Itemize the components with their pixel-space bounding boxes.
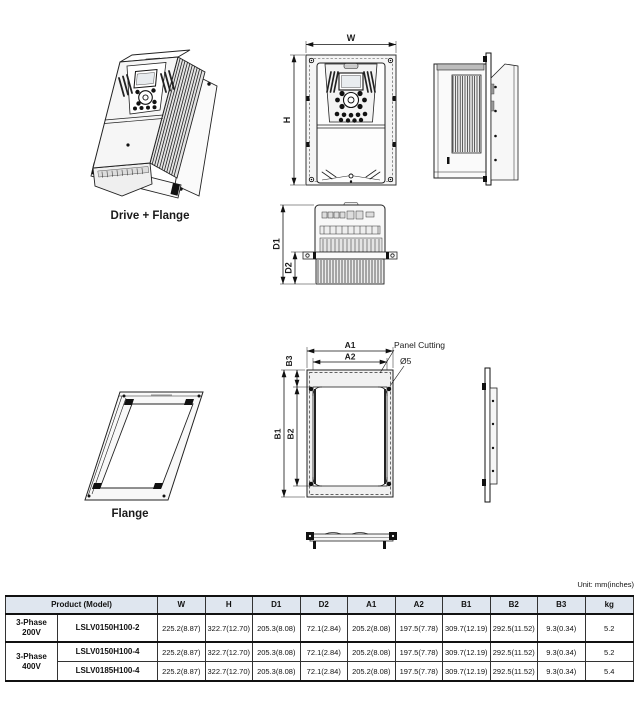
unit-note: Unit: mm(inches) — [577, 580, 634, 589]
table-cell: 205.3(8.08) — [252, 661, 301, 682]
model-cell: LSLV0150H100-4 — [56, 641, 159, 662]
table-cell: 322.7(12.70) — [204, 661, 254, 682]
dim-label-a2: A2 — [345, 352, 356, 362]
drive-flange-isometric-view — [90, 49, 218, 199]
table-row: LSLV0185H100-4 225.2(8.87) 322.7(12.70) … — [6, 661, 635, 682]
header-a2: A2 — [394, 595, 444, 615]
panel-cutting-callout: Panel Cutting — [394, 340, 445, 350]
header-b1: B1 — [442, 595, 491, 615]
dim-label-b1: B1 — [273, 428, 283, 439]
table-cell: 197.5(7.78) — [394, 661, 444, 682]
table-cell: 205.2(8.08) — [347, 641, 396, 662]
dim-label-b2: B2 — [286, 428, 296, 439]
dim-label-w: W — [347, 33, 356, 43]
table-cell: 322.7(12.70) — [204, 641, 254, 662]
table-cell: 205.2(8.08) — [347, 661, 396, 682]
table-cell: 225.2(8.87) — [157, 641, 206, 662]
header-h: H — [204, 595, 254, 615]
panel-cutting-view: A1 A2 B1 B2 B3 Panel Cutting Ø5 — [273, 340, 445, 498]
table-cell: 292.5(11.52) — [489, 641, 539, 662]
table-cell: 205.2(8.08) — [347, 613, 396, 643]
table-cell: 309.7(12.19) — [442, 661, 491, 682]
header-d2: D2 — [299, 595, 349, 615]
header-b2: B2 — [489, 595, 539, 615]
table-cell: 72.1(2.84) — [299, 661, 349, 682]
table-cell: 309.7(12.19) — [442, 641, 491, 662]
dim-label-d1: D1 — [272, 238, 282, 250]
header-a1: A1 — [347, 595, 396, 615]
flange-bottom-view — [306, 532, 397, 549]
table-cell: 292.5(11.52) — [489, 661, 539, 682]
header-d1: D1 — [252, 595, 301, 615]
table-cell: 225.2(8.87) — [157, 661, 206, 682]
dim-label-b3: B3 — [284, 355, 294, 366]
flange-side-view — [482, 367, 498, 503]
table-cell: 309.7(12.19) — [442, 613, 491, 643]
table-cell: 72.1(2.84) — [299, 613, 349, 643]
table-row: 3-Phase 200V LSLV0150H100-2 225.2(8.87) … — [5, 613, 635, 643]
dimensions-table: Product (Model) W H D1 D2 A1 A2 B1 B2 B3… — [4, 595, 635, 682]
table-cell: 5.2 — [584, 641, 635, 662]
table-cell: 197.5(7.78) — [394, 641, 444, 662]
flange-corner-screws — [308, 57, 394, 183]
table-cell: 9.3(0.34) — [537, 641, 586, 662]
drive-flange-caption: Drive + Flange — [111, 210, 190, 222]
table-cell: 72.1(2.84) — [299, 641, 349, 662]
table-row: 3-Phase 400V LSLV0150H100-4 225.2(8.87) … — [5, 641, 635, 682]
table-header-row: Product (Model) W H D1 D2 A1 A2 B1 B2 B3… — [4, 595, 635, 615]
phase-cell: 3-Phase 400V — [5, 641, 58, 682]
flange-caption: Flange — [111, 508, 148, 520]
table-cell: 205.3(8.08) — [252, 641, 301, 662]
dim-label-d2: D2 — [284, 262, 294, 274]
dim-label-h: H — [282, 117, 292, 124]
phase-cell: 3-Phase 200V — [5, 613, 58, 643]
dimension-drawings: Drive + Flange — [84, 33, 519, 549]
side-dimension-view — [433, 52, 519, 186]
depth-dimension-view: D1 D2 — [272, 202, 398, 285]
dim-label-a1: A1 — [345, 340, 356, 350]
front-dimension-view: W H — [282, 33, 397, 186]
model-cell: LSLV0150H100-2 — [56, 613, 159, 643]
header-b3: B3 — [537, 595, 586, 615]
header-kg: kg — [584, 595, 635, 615]
table-cell: 322.7(12.70) — [204, 613, 254, 643]
header-product-model: Product (Model) — [4, 595, 159, 615]
table-cell: 5.2 — [584, 613, 635, 643]
table-cell: 9.3(0.34) — [537, 613, 586, 643]
flange-isometric-view — [84, 391, 204, 501]
hole-diameter-callout: Ø5 — [400, 356, 412, 366]
model-cell: LSLV0185H100-4 — [56, 661, 159, 682]
table-cell: 292.5(11.52) — [489, 613, 539, 643]
table-cell: 9.3(0.34) — [537, 661, 586, 682]
header-w: W — [157, 595, 206, 615]
table-cell: 5.4 — [584, 661, 635, 682]
table-cell: 205.3(8.08) — [252, 613, 301, 643]
table-cell: 225.2(8.87) — [157, 613, 206, 643]
table-cell: 197.5(7.78) — [394, 613, 444, 643]
